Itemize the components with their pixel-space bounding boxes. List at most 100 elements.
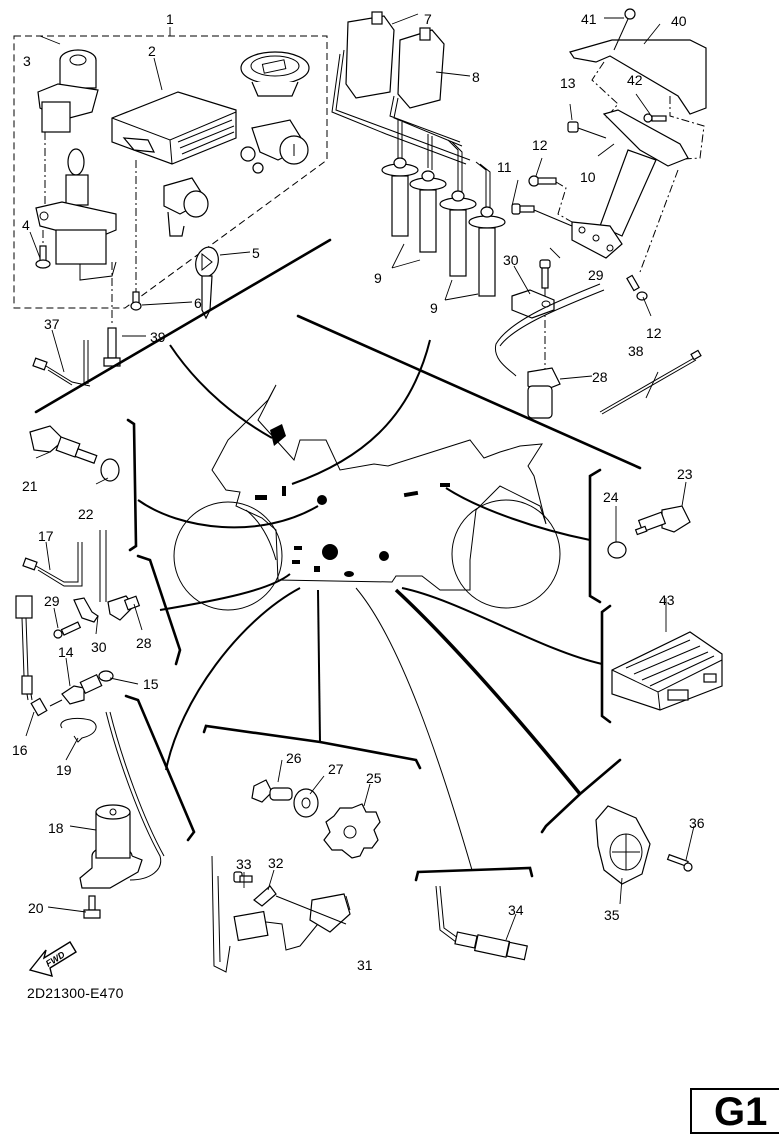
callout-39: 39 — [150, 329, 166, 345]
plug-boot-2 — [409, 170, 447, 253]
seat-lock-part — [240, 119, 309, 174]
washer-27-part — [293, 788, 319, 818]
sensor-23-part — [634, 505, 691, 536]
bolt-20-part — [83, 895, 101, 919]
washer-22-part — [100, 458, 120, 482]
holder-32-part — [253, 885, 277, 907]
callout-9a: 9 — [374, 270, 382, 286]
main-switch-part — [35, 49, 117, 325]
bolt-33-part — [233, 871, 253, 883]
plug-boot-1 — [381, 157, 419, 237]
callout-12b: 12 — [646, 325, 662, 341]
screw-6-part — [130, 291, 142, 311]
harness-16-part — [15, 595, 48, 717]
callout-28a: 28 — [592, 369, 608, 385]
forward-direction-arrow: FWD — [28, 941, 77, 977]
clamp-30-left-part — [73, 597, 99, 623]
callout-35: 35 — [604, 907, 620, 923]
callout-7: 7 — [424, 11, 432, 27]
sensor-28-left-part — [99, 530, 141, 621]
bolt-39-part — [103, 327, 121, 367]
callout-32: 32 — [268, 855, 284, 871]
plug-boot-3 — [439, 190, 477, 277]
sensor-14-part — [49, 673, 103, 707]
bracket-assembly — [511, 8, 707, 301]
key-5-part — [195, 246, 219, 320]
callout-21: 21 — [22, 478, 38, 494]
rotor-25-part — [323, 803, 381, 859]
bolt-4-part — [35, 230, 51, 269]
callout-26: 26 — [286, 750, 302, 766]
callout-10: 10 — [580, 169, 596, 185]
sensor-28-upper-group — [494, 259, 605, 419]
callout-1: 1 — [166, 11, 174, 27]
lock-set-group — [13, 27, 328, 325]
callout-leaders — [25, 13, 695, 941]
cable-tie-38-part — [599, 349, 702, 415]
callout-13: 13 — [560, 75, 576, 91]
sensor-18-part — [79, 711, 165, 889]
page-section-badge: G1 — [690, 1088, 779, 1134]
callout-18: 18 — [48, 820, 64, 836]
callout-28b: 28 — [136, 635, 152, 651]
callout-22: 22 — [78, 506, 94, 522]
callout-11: 11 — [497, 159, 512, 175]
ecu-43-part — [611, 631, 723, 711]
callout-34: 34 — [508, 902, 524, 918]
clip-19-part — [60, 717, 97, 743]
o2-sensor-34-part — [435, 885, 528, 961]
callout-19: 19 — [56, 762, 72, 778]
callout-30a: 30 — [503, 252, 519, 268]
lock-set-dashed-boundary — [13, 35, 328, 309]
callout-16: 16 — [12, 742, 28, 758]
washer-15-part — [98, 670, 114, 682]
callout-6: 6 — [194, 295, 202, 311]
callout-5: 5 — [252, 245, 260, 261]
callout-9b: 9 — [430, 300, 438, 316]
bolt-26-part — [251, 779, 293, 803]
screw-36-part — [666, 853, 693, 872]
callout-37: 37 — [44, 316, 60, 332]
callout-14: 14 — [58, 644, 74, 660]
callout-17: 17 — [38, 528, 54, 544]
group-leader-lines — [34, 238, 642, 882]
helmet-lock-part — [163, 177, 209, 237]
cable-tie-17-part — [22, 542, 83, 587]
motorcycle-silhouette — [173, 384, 561, 611]
callout-27: 27 — [328, 761, 344, 777]
callout-38: 38 — [628, 343, 644, 359]
callout-31: 31 — [357, 957, 373, 973]
callout-43: 43 — [659, 592, 675, 608]
washer-24-part — [607, 541, 627, 559]
bolt-29-left-part — [53, 621, 82, 639]
callout-20: 20 — [28, 900, 44, 916]
callout-25: 25 — [366, 770, 382, 786]
callout-12a: 12 — [532, 137, 548, 153]
callout-4: 4 — [22, 217, 30, 233]
callout-41: 41 — [581, 11, 597, 27]
callout-29b: 29 — [44, 593, 60, 609]
callout-2: 2 — [148, 43, 156, 59]
throttle-sensor-35-part — [595, 805, 651, 885]
ecu-box-2-part — [111, 91, 237, 292]
callout-8: 8 — [472, 69, 480, 85]
callout-40: 40 — [671, 13, 687, 29]
callout-15: 15 — [143, 676, 159, 692]
ignition-coil-group — [331, 11, 506, 297]
callout-24: 24 — [603, 489, 619, 505]
plug-boot-4 — [468, 206, 506, 297]
page-section-label: G1 — [714, 1090, 768, 1134]
callout-23: 23 — [677, 466, 693, 482]
pickup-coil-31-part — [211, 855, 351, 973]
fuel-cap-lock-part — [240, 51, 310, 97]
callout-42: 42 — [627, 72, 643, 88]
callout-29a: 29 — [588, 267, 604, 283]
callout-36: 36 — [689, 815, 705, 831]
callout-labels: 1 2 3 4 5 6 7 8 9 9 10 11 12 12 13 14 15… — [12, 11, 705, 973]
callout-3: 3 — [23, 53, 31, 69]
sensor-21-part — [29, 425, 98, 464]
document-code: 2D21300-E470 — [27, 985, 124, 1001]
callout-30b: 30 — [91, 639, 107, 655]
callout-33: 33 — [236, 856, 252, 872]
